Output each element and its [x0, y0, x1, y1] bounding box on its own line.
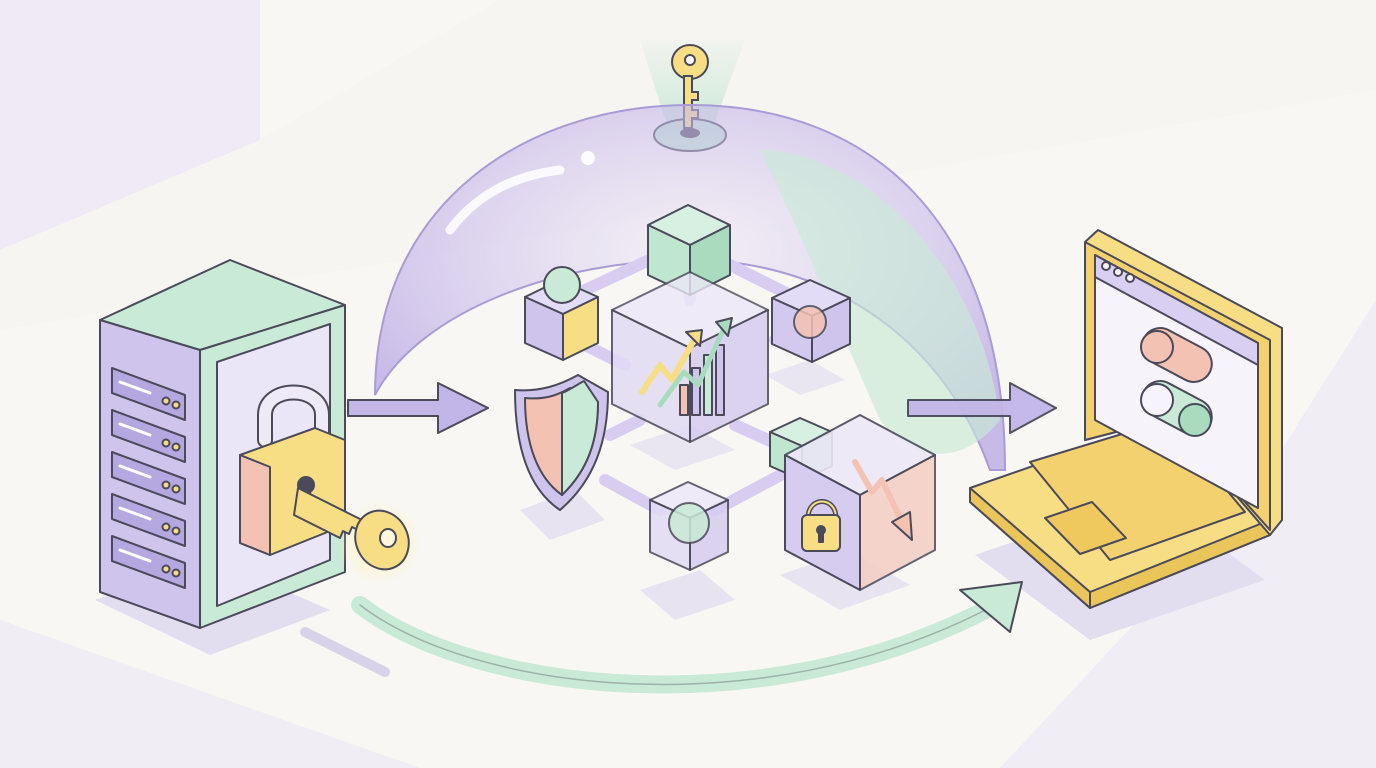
toggle-switch-icon — [1140, 327, 1213, 437]
return-curve-arrow — [351, 581, 1023, 694]
node-cube-bottom — [649, 481, 729, 571]
small-padlock-icon — [801, 499, 841, 552]
laptop-icon — [969, 229, 1283, 609]
node-cube-orb — [771, 279, 851, 363]
flow-arrow-left — [347, 382, 489, 434]
key-icon — [293, 487, 422, 585]
bar-chart-icon — [639, 317, 733, 416]
trend-down-arrow-icon — [852, 459, 913, 541]
server-drive-bays — [111, 367, 186, 589]
central-chart-cube — [611, 271, 769, 443]
flow-arrow-right — [907, 382, 1057, 434]
shield-icon — [514, 374, 609, 511]
node-cube-sphere — [524, 266, 599, 361]
